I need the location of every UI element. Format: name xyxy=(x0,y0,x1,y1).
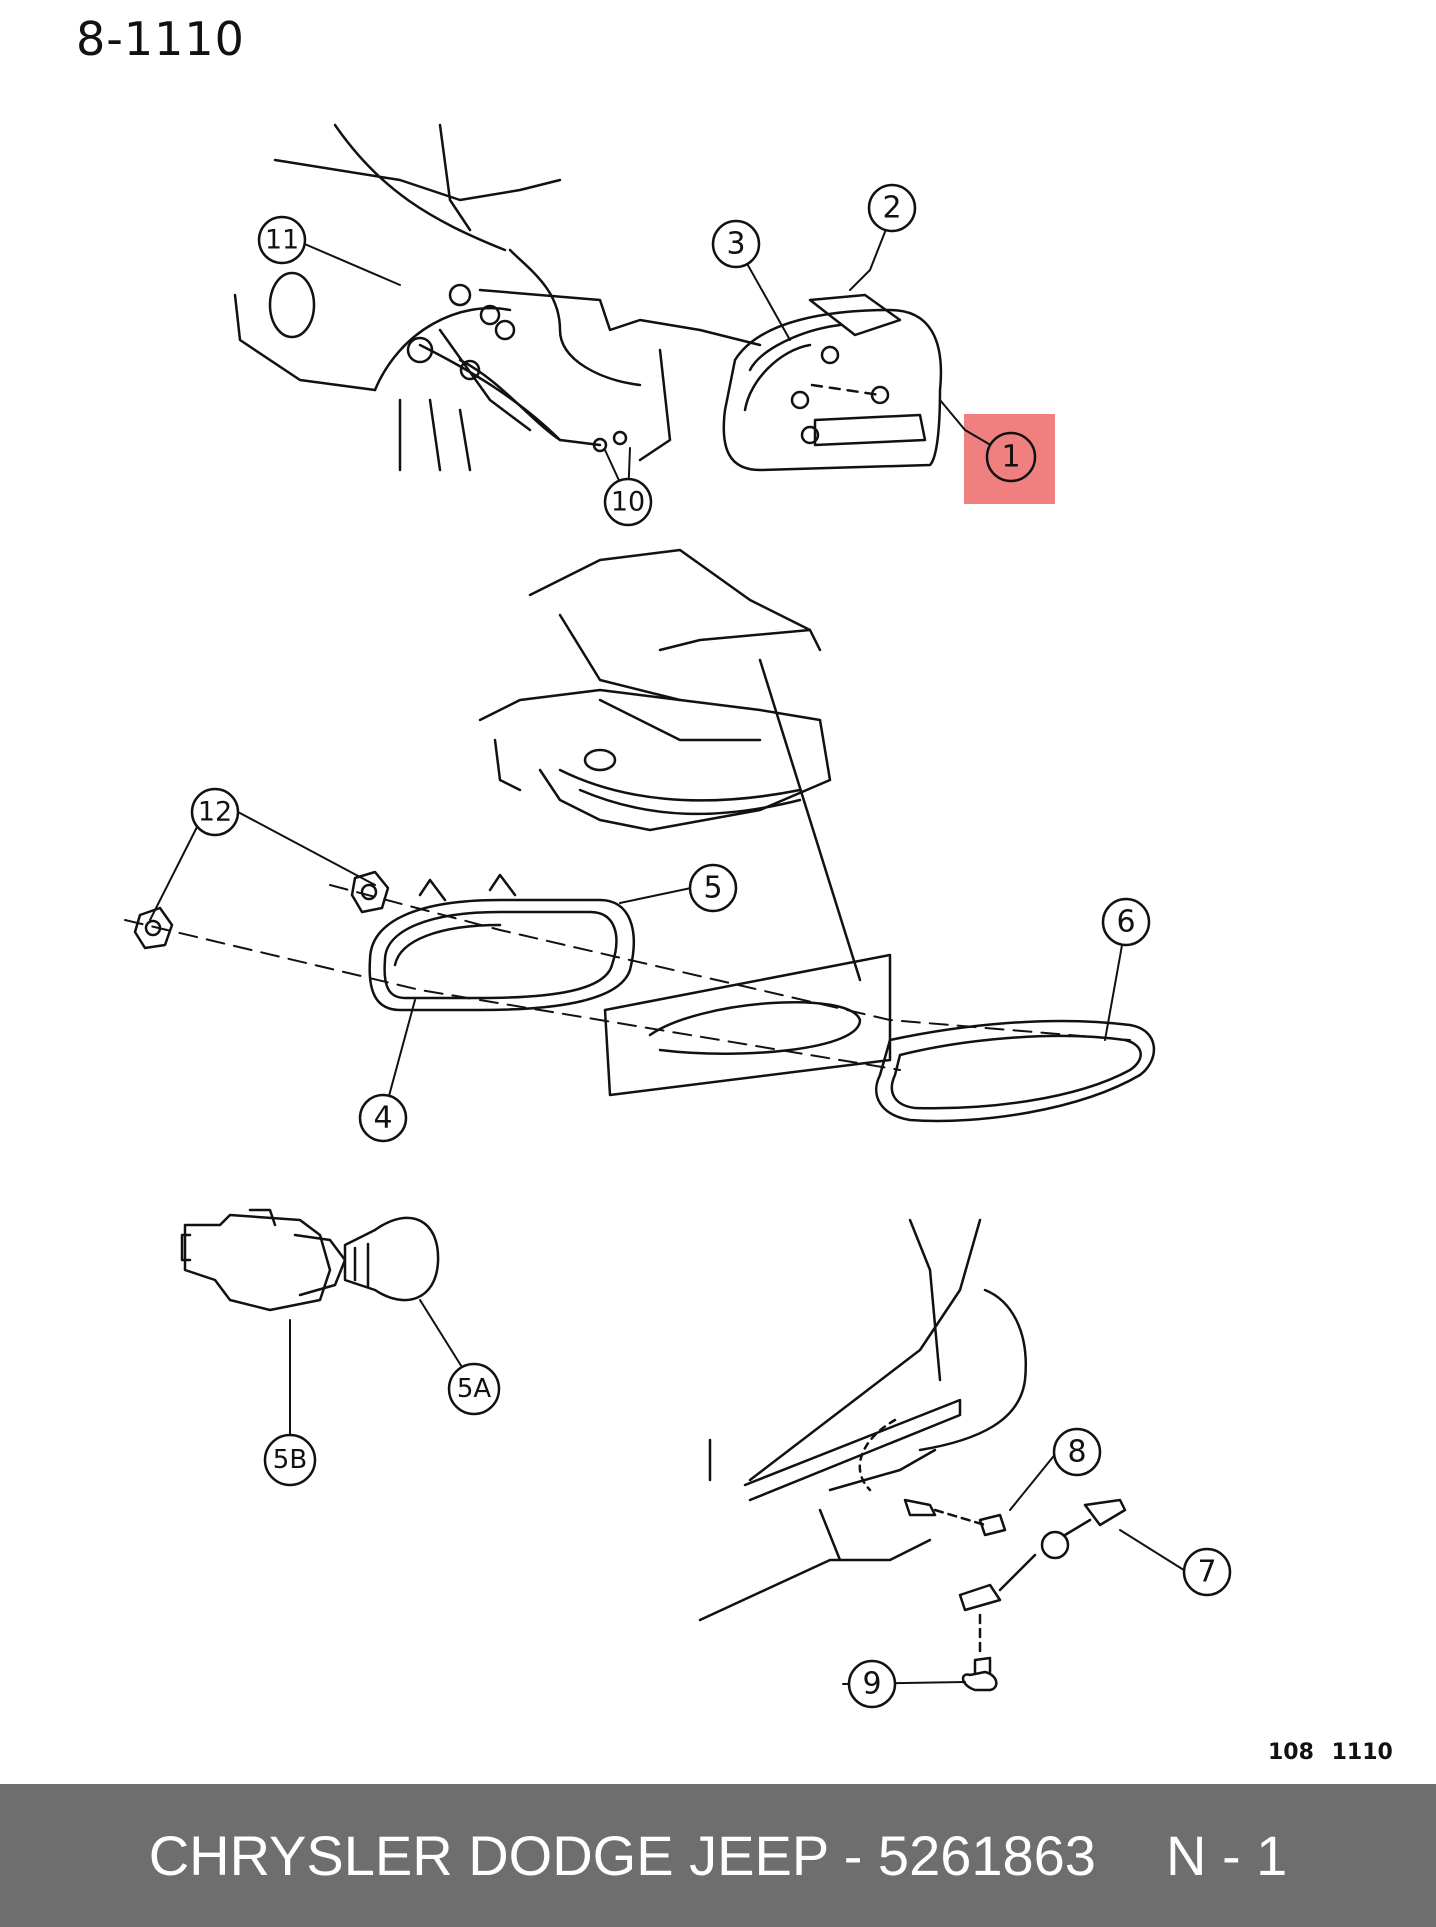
callout-3: 3 xyxy=(711,219,761,269)
callout-label: 5B xyxy=(273,1445,307,1475)
callout-label: 7 xyxy=(1197,1555,1216,1590)
callout-label: 2 xyxy=(882,191,901,226)
footer-brand-part-number: CHRYSLER DODGE JEEP - 5261863 xyxy=(148,1824,1096,1887)
alignment-line-lower xyxy=(124,919,901,1071)
callout-label: 3 xyxy=(726,227,745,262)
callout-5b: 5B xyxy=(263,1433,317,1487)
exploded-parts-diagram: 1 2 3 4 5 5A 5B 6 7 8 9 10 xyxy=(124,123,1232,1709)
wire-harness xyxy=(458,358,628,453)
callout-label: 5A xyxy=(457,1374,492,1404)
mounting-panel xyxy=(603,953,892,1097)
callout-7: 7 xyxy=(1182,1547,1232,1597)
footer-quantity: N - 1 xyxy=(1165,1824,1288,1887)
callout-2: 2 xyxy=(867,183,917,233)
alignment-line-upper xyxy=(329,884,1131,1041)
callout-12: 12 xyxy=(190,787,240,837)
callout-label: 12 xyxy=(198,797,232,828)
tail-lamp-assembly xyxy=(722,293,943,472)
bulb-drawing xyxy=(343,1216,440,1302)
screw-9-drawing xyxy=(961,1613,998,1692)
callout-label: 11 xyxy=(265,225,299,256)
callout-label: 4 xyxy=(373,1101,392,1136)
callout-label: 8 xyxy=(1067,1435,1086,1470)
footer-banner: CHRYSLER DODGE JEEP - 5261863 N - 1 xyxy=(0,1784,1436,1927)
quarter-panel-drawing xyxy=(233,123,762,472)
page-title: 8-1110 xyxy=(76,12,245,66)
callout-5a: 5A xyxy=(447,1362,501,1416)
bolt-8-drawing xyxy=(903,1498,1007,1537)
callout-8: 8 xyxy=(1052,1427,1102,1477)
callout-9: 9 xyxy=(847,1659,897,1709)
callout-11: 11 xyxy=(257,215,307,265)
callout-4: 4 xyxy=(358,1093,408,1143)
callout-label: 6 xyxy=(1116,905,1135,940)
vehicle-rear-drawing xyxy=(478,548,862,982)
callout-6: 6 xyxy=(1101,897,1151,947)
tail-lamp-housing xyxy=(368,873,635,1012)
nut-12b xyxy=(350,870,390,914)
bulb-socket-drawing xyxy=(180,1208,347,1312)
callout-label: 9 xyxy=(862,1667,881,1702)
license-lamp-drawing xyxy=(958,1498,1127,1612)
callout-label: 1 xyxy=(1001,440,1020,475)
callout-1: 1 xyxy=(985,431,1037,483)
callout-label: 5 xyxy=(703,871,722,906)
callout-5: 5 xyxy=(688,863,738,913)
callout-label: 10 xyxy=(611,487,645,518)
callout-10: 10 xyxy=(603,477,653,527)
lamp-gasket xyxy=(875,1019,1156,1123)
rear-bumper-drawing xyxy=(698,1218,1028,1622)
figure-code: 108 1110 xyxy=(1268,1740,1393,1765)
